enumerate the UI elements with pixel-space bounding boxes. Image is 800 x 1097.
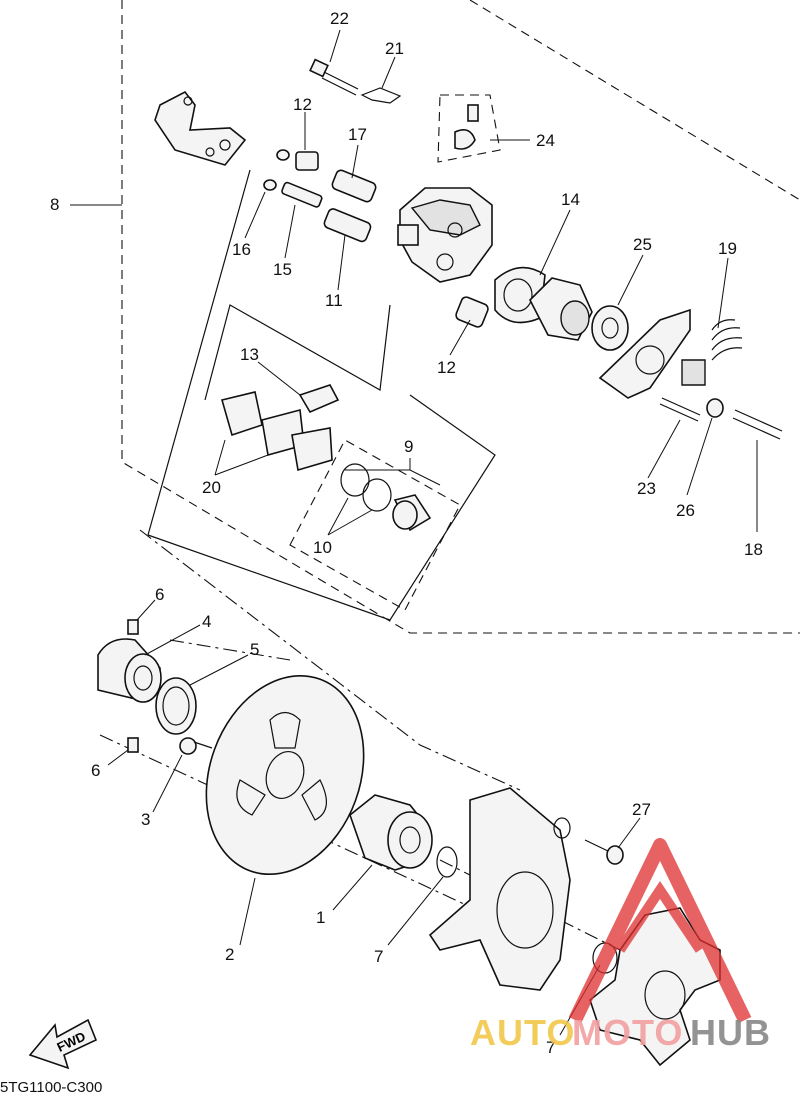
callout-26: 26 bbox=[676, 501, 695, 520]
watermark-text: AUTO MOTO HUB bbox=[470, 1012, 771, 1053]
callout-17: 17 bbox=[348, 125, 367, 144]
callout-10: 10 bbox=[313, 538, 332, 557]
watermark-logo-icon bbox=[568, 838, 752, 1024]
callout-3: 3 bbox=[141, 810, 150, 829]
bolt-27 bbox=[584, 839, 624, 865]
callout-22: 22 bbox=[330, 9, 349, 28]
callout-4: 4 bbox=[202, 612, 211, 631]
caliper-body bbox=[397, 187, 493, 283]
callout-25: 25 bbox=[633, 235, 652, 254]
callout-14: 14 bbox=[561, 190, 580, 209]
pad-group-outline bbox=[147, 169, 496, 621]
callout-7: 7 bbox=[374, 947, 383, 966]
brake-pads bbox=[221, 384, 340, 472]
callout-2: 2 bbox=[225, 945, 234, 964]
callout-24: 24 bbox=[536, 131, 555, 150]
callout-21: 21 bbox=[385, 39, 404, 58]
callout-23: 23 bbox=[637, 479, 656, 498]
callout-labels: 22 21 12 17 24 8 16 15 11 14 25 19 12 13… bbox=[50, 9, 763, 1057]
master-housing bbox=[494, 266, 629, 351]
plate-and-spring bbox=[598, 308, 743, 399]
hub-collar bbox=[97, 619, 197, 753]
piston-and-seals bbox=[340, 463, 432, 532]
bolt-3 bbox=[179, 737, 213, 755]
callout-8: 8 bbox=[50, 195, 59, 214]
callout-20: 20 bbox=[202, 478, 221, 497]
callout-18: 18 bbox=[744, 540, 763, 559]
watermark-hub: HUB bbox=[690, 1012, 771, 1053]
brake-disc bbox=[205, 674, 365, 876]
callout-27: 27 bbox=[632, 800, 651, 819]
callout-12b: 12 bbox=[437, 358, 456, 377]
callout-13: 13 bbox=[240, 345, 259, 364]
callout-11: 11 bbox=[325, 291, 343, 310]
fwd-arrow-icon: FWD bbox=[28, 1018, 98, 1070]
watermark-moto: MOTO bbox=[572, 1012, 683, 1053]
diagram-code: 5TG1100-C300 bbox=[0, 1079, 102, 1096]
slide-pins bbox=[263, 149, 489, 328]
callout-5: 5 bbox=[250, 640, 259, 659]
callout-19: 19 bbox=[718, 239, 737, 258]
caliper-bracket bbox=[154, 90, 247, 166]
bleed-screw-24 bbox=[437, 94, 501, 163]
assembly-frame bbox=[121, 0, 800, 634]
carrier bbox=[428, 787, 571, 991]
callout-16: 16 bbox=[232, 240, 251, 259]
callout-6b: 6 bbox=[91, 761, 100, 780]
callout-7b: 7 bbox=[546, 1038, 555, 1057]
bolt-22 bbox=[309, 58, 359, 96]
clip-21 bbox=[360, 87, 402, 104]
callout-12: 12 bbox=[293, 95, 312, 114]
lower-bolts bbox=[659, 397, 783, 440]
callout-6: 6 bbox=[155, 585, 164, 604]
callout-9: 9 bbox=[404, 437, 413, 456]
hub-1 bbox=[349, 794, 458, 878]
callout-1: 1 bbox=[316, 908, 325, 927]
watermark-auto: AUTO bbox=[470, 1012, 575, 1053]
callout-15: 15 bbox=[273, 260, 292, 279]
callout-leaders bbox=[70, 29, 758, 1036]
